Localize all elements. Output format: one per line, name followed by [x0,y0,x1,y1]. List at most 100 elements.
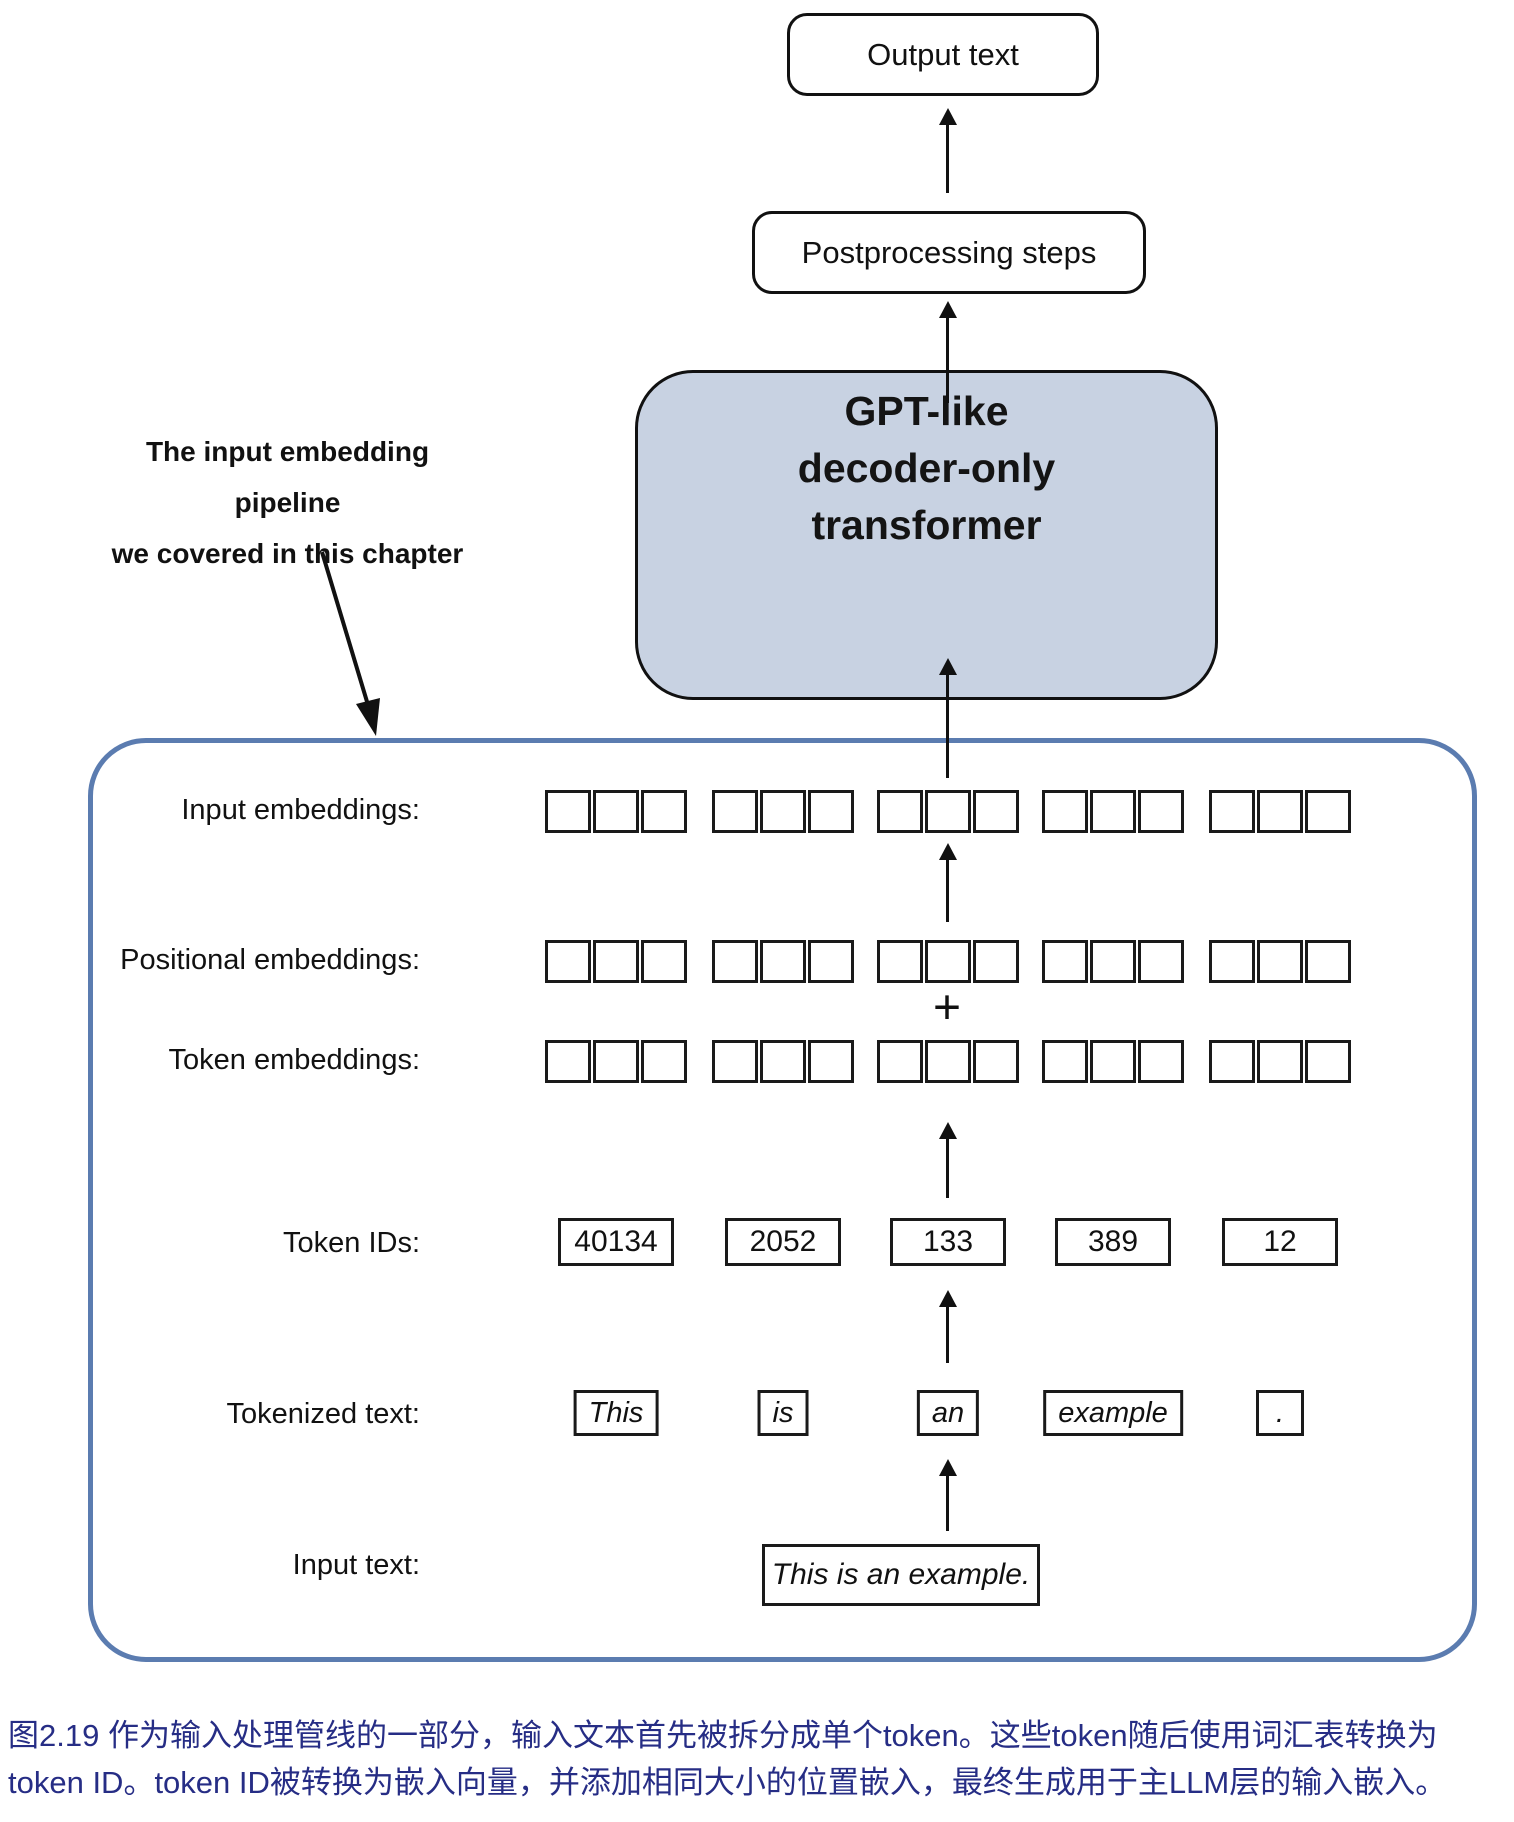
embedding-cell [1090,1040,1136,1083]
embedding-cell [593,790,639,833]
embedding-cell [760,790,806,833]
tokenized-text-label: Tokenized text: [226,1398,420,1430]
output-text-label: Output text [867,36,1019,72]
embedding-cell [545,940,591,983]
embedding-cell [545,1040,591,1083]
embedding-cell [593,940,639,983]
embedding-cell [760,940,806,983]
embedding-cell [1042,790,1088,833]
embedding-vector-group [545,790,687,833]
output-text-box: Output text [787,13,1099,96]
embedding-cell [925,1040,971,1083]
embedding-cell [925,790,971,833]
embedding-cell [1209,940,1255,983]
embedding-cell [877,1040,923,1083]
token-ids-label: Token IDs: [283,1227,420,1259]
embedding-cell [877,940,923,983]
embedding-vector-group [1209,940,1351,983]
embedding-cell [1257,940,1303,983]
arrow-post-to-output-icon [938,108,957,193]
caption-line-1: 图2.19 作为输入处理管线的一部分，输入文本首先被拆分成单个token。这些t… [8,1718,1438,1753]
annotation-line-1: The input embedding pipeline [145,436,430,518]
plus-sign: + [932,981,962,1035]
embedding-cell [1090,790,1136,833]
embedding-cell [712,940,758,983]
postprocessing-steps-label: Postprocessing steps [801,234,1097,270]
embedding-cell [1305,940,1351,983]
token-box: an [916,1390,980,1436]
embedding-cell [1305,790,1351,833]
embedding-cell [1042,1040,1088,1083]
embedding-cell [712,790,758,833]
embedding-cell [641,1040,687,1083]
input-embedding-pipeline-container [88,738,1477,1662]
embedding-vector-group [712,1040,854,1083]
embedding-cell [1138,790,1184,833]
embedding-vector-group [877,1040,1019,1083]
embedding-vector-group [545,1040,687,1083]
embedding-vector-group [1042,940,1184,983]
arrow-pipeline-to-gpt-icon [938,658,957,778]
arrow-text-to-tokens-icon [938,1459,957,1531]
embedding-cell [1042,940,1088,983]
embedding-cell [808,790,854,833]
embedding-cell [1209,790,1255,833]
embedding-cell [641,940,687,983]
embedding-vector-group [712,940,854,983]
figure-caption: 图2.19 作为输入处理管线的一部分，输入文本首先被拆分成单个token。这些t… [8,1712,1510,1806]
token-box: . [1256,1390,1304,1436]
embedding-cell [1138,1040,1184,1083]
input-text-value: This is an example. [771,1558,1031,1591]
arrow-ids-to-embeddings-icon [938,1122,957,1198]
embedding-cell [760,1040,806,1083]
gpt-box-line-2: decoder-only [797,445,1056,491]
embedding-vector-group [877,940,1019,983]
embedding-cell [1209,1040,1255,1083]
embedding-cell [1257,1040,1303,1083]
annotation-text: The input embedding pipeline we covered … [100,426,475,579]
gpt-box-line-3: transformer [811,502,1042,548]
embedding-cell [641,790,687,833]
postprocessing-steps-box: Postprocessing steps [752,211,1146,294]
embedding-cell [973,1040,1019,1083]
token-embeddings-label: Token embeddings: [168,1044,421,1076]
embedding-cell [973,940,1019,983]
token-id-box: 40134 [558,1218,674,1266]
embedding-cell [545,790,591,833]
embedding-cell [973,790,1019,833]
embedding-cell [1138,940,1184,983]
input-embeddings-label: Input embeddings: [181,794,420,826]
embedding-vector-group [1042,790,1184,833]
embedding-vector-group [545,940,687,983]
embedding-cell [1305,1040,1351,1083]
embedding-vector-group [712,790,854,833]
annotation-line-2: we covered in this chapter [111,538,464,569]
token-id-box: 2052 [725,1218,841,1266]
embedding-cell [877,790,923,833]
gpt-box-line-1: GPT-like [844,388,1009,434]
token-box: example [1043,1390,1183,1436]
input-text-label: Input text: [292,1549,420,1581]
embedding-cell [808,940,854,983]
embedding-cell [593,1040,639,1083]
token-id-box: 12 [1222,1218,1338,1266]
token-id-box: 389 [1055,1218,1171,1266]
arrow-pos-to-input-emb-icon [938,843,957,922]
annotation-arrow-icon [320,551,380,736]
caption-line-2: token ID。token ID被转换为嵌入向量，并添加相同大小的位置嵌入，最… [8,1765,1447,1800]
embedding-vector-group [1042,1040,1184,1083]
gpt-transformer-box: GPT-like decoder-only transformer [635,370,1218,700]
embedding-cell [925,940,971,983]
embedding-vector-group [877,790,1019,833]
embedding-cell [1090,940,1136,983]
token-box: This [573,1390,659,1436]
input-text-box: This is an example. [762,1544,1040,1606]
embedding-cell [808,1040,854,1083]
token-box: is [757,1390,809,1436]
embedding-cell [1257,790,1303,833]
embedding-vector-group [1209,1040,1351,1083]
positional-embeddings-label: Positional embeddings: [120,944,420,976]
embedding-cell [712,1040,758,1083]
arrow-gpt-to-post-icon [938,301,957,403]
